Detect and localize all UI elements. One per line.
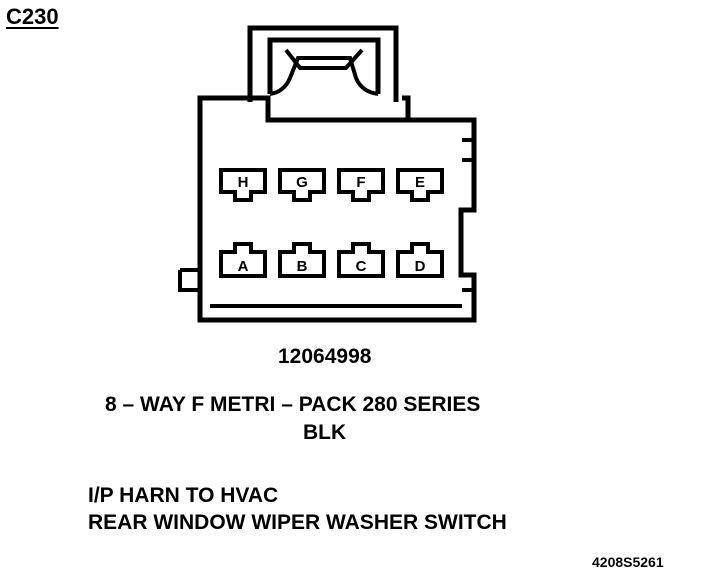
pin-label-c: C: [356, 258, 367, 275]
pin-label-e: E: [415, 174, 425, 191]
latch-inner: [267, 37, 381, 94]
pin-cavity-b: B: [278, 242, 326, 278]
pin-label-h: H: [238, 174, 249, 191]
connector-color: BLK: [303, 421, 347, 444]
side-rib-right: [462, 138, 474, 292]
pin-label-d: D: [415, 258, 426, 275]
pin-cavity-f: F: [337, 168, 385, 202]
pin-label-b: B: [297, 258, 308, 275]
connector-body: [197, 95, 477, 323]
series-description: 8 – WAY F METRI – PACK 280 SERIES: [105, 393, 481, 416]
part-number: 12064998: [278, 345, 372, 368]
pin-layer: H G F E A B C D: [219, 168, 444, 278]
figure-code: 4208S5261: [592, 554, 664, 570]
side-rib-left: [178, 268, 200, 292]
pin-label-g: G: [296, 174, 308, 191]
pin-cavity-e: E: [396, 168, 444, 202]
pin-cavity-c: C: [337, 242, 385, 278]
harness-description: I/P HARN TO HVAC: [88, 484, 279, 507]
latch-ridge: [284, 48, 364, 70]
pin-label-a: A: [238, 258, 249, 275]
pin-cavity-a: A: [219, 242, 267, 278]
function-description: REAR WINDOW WIPER WASHER SWITCH: [88, 511, 507, 534]
pin-cavity-g: G: [278, 168, 326, 202]
latch-ramp: [269, 56, 379, 96]
locking-latch: [247, 25, 399, 102]
connector-id-label: C230: [6, 4, 59, 29]
pin-label-f: F: [356, 174, 365, 191]
pin-cavity-d: D: [396, 242, 444, 278]
pin-cavity-h: H: [219, 168, 267, 202]
